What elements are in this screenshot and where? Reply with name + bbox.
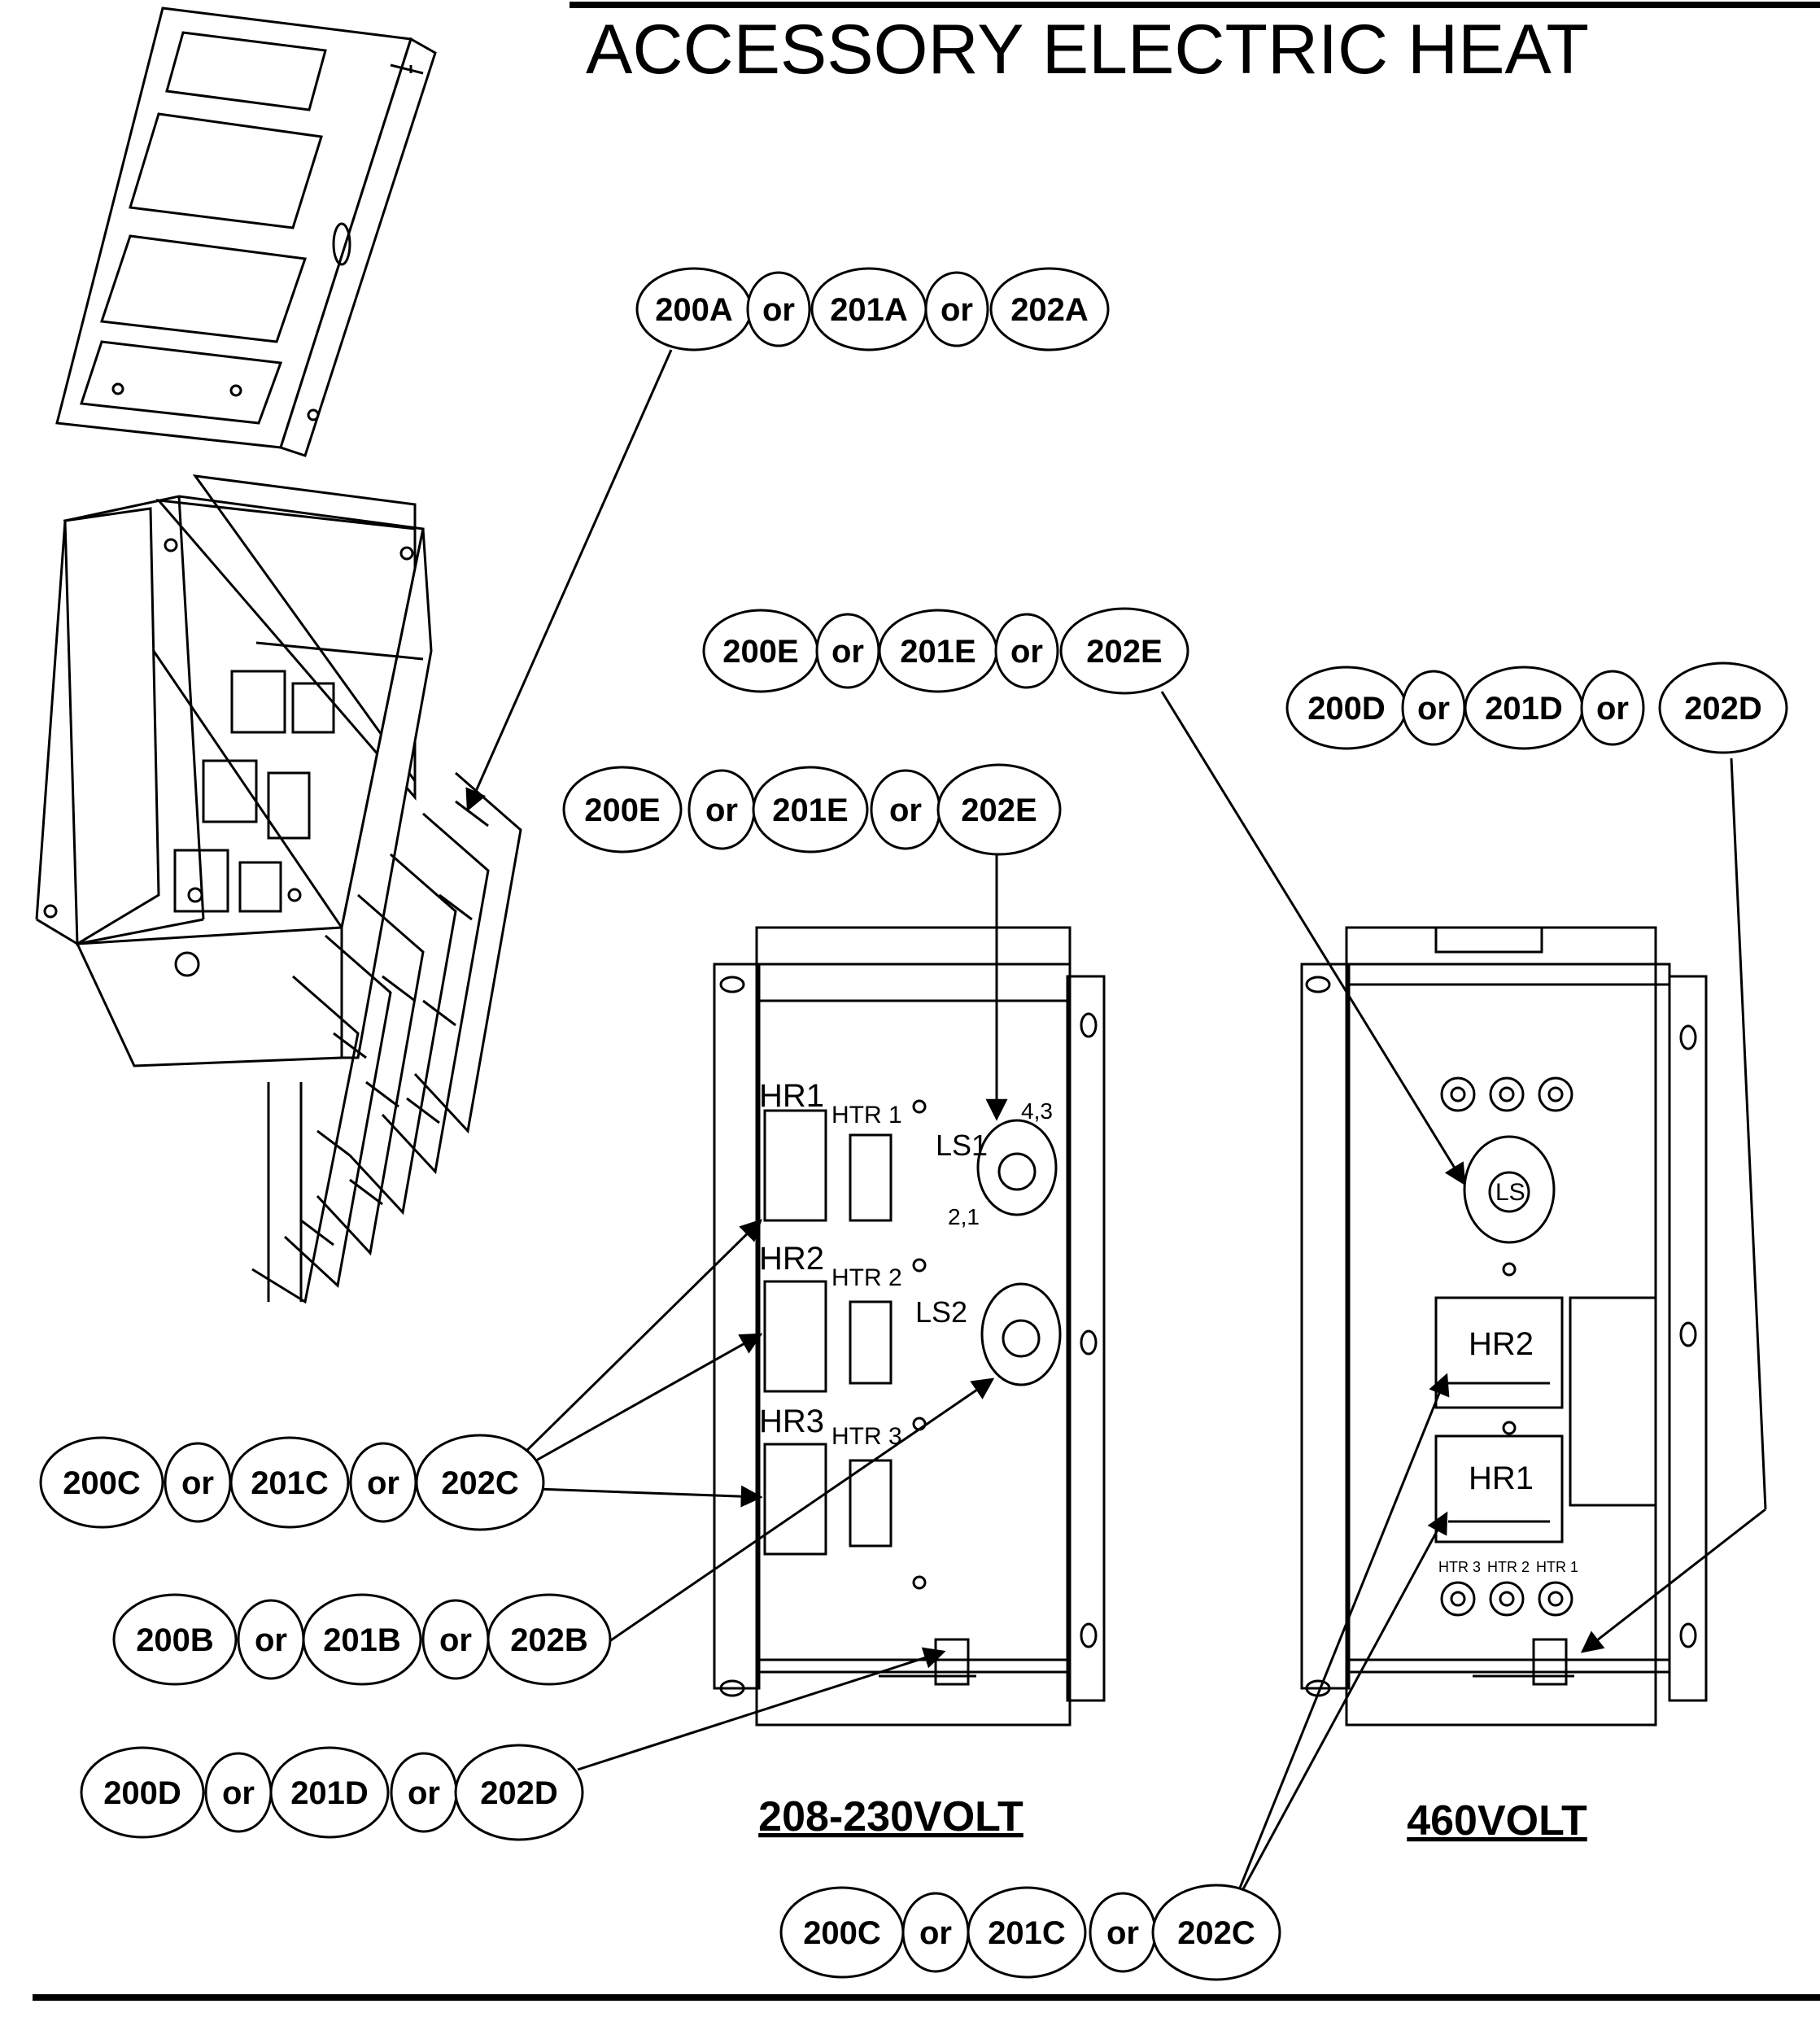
callout-b-or-2: or <box>439 1622 472 1658</box>
callout-e-top-or-2: or <box>1010 634 1043 670</box>
callout-e-top-part-3: 202E <box>1086 634 1162 670</box>
callout-e-top-part-2: 201E <box>900 634 975 670</box>
label-hr2-460: HR2 <box>1469 1326 1534 1362</box>
callout-d-right-or-2: or <box>1596 691 1629 727</box>
callout-b-part-3: 202B <box>510 1622 588 1658</box>
callout-e-mid-part-1: 200E <box>584 792 660 828</box>
heater-coils <box>251 771 522 1304</box>
page-title: ACCESSORY ELECTRIC HEAT <box>586 11 1589 89</box>
label-htr2-460: HTR 2 <box>1487 1559 1530 1575</box>
callout-e-mid-or-2: or <box>889 792 922 828</box>
label-hr1-460: HR1 <box>1469 1460 1534 1496</box>
callout-c-left-or-2: or <box>367 1465 399 1501</box>
callout-c-bottom-part-1: 200C <box>803 1915 881 1951</box>
exploded-heater-assembly <box>35 7 522 1304</box>
callout-b-part-2: 201B <box>323 1622 401 1658</box>
label-hr1: HR1 <box>759 1078 824 1114</box>
callout-c-left-or-1: or <box>181 1465 214 1501</box>
callout-c-left-part-2: 201C <box>251 1465 329 1501</box>
label-hr2: HR2 <box>759 1241 824 1277</box>
label-htr2: HTR 2 <box>831 1264 902 1291</box>
callout-b-or-1: or <box>255 1622 287 1658</box>
callout-d-left-part-2: 201D <box>290 1775 369 1811</box>
callout-d-right-or-1: or <box>1417 691 1450 727</box>
label-ls1: LS1 <box>936 1129 988 1162</box>
callout-d-left-or-2: or <box>408 1775 440 1811</box>
callout-d-left-part-3: 202D <box>480 1775 558 1811</box>
label-ls2: LS2 <box>915 1295 967 1329</box>
callout-e-top-or-1: or <box>831 634 864 670</box>
callout-d-right-part-3: 202D <box>1684 691 1762 727</box>
callout-e-mid-part-2: 201E <box>772 792 848 828</box>
callout-b-part-1: 200B <box>136 1622 214 1658</box>
callout-a: 200A or 201A or 202A <box>635 267 1110 351</box>
callout-c-bottom-part-3: 202C <box>1177 1915 1255 1951</box>
callout-d-left: 200D or 201D or 202D <box>80 1744 584 1841</box>
panel-208-230v-labels: HR1 HTR 1 LS1 4,3 2,1 HR2 HTR 2 LS2 HR3 … <box>759 1078 1053 1450</box>
callout-e-top-part-1: 200E <box>722 634 798 670</box>
callout-c-bottom-or-1: or <box>919 1915 952 1951</box>
callout-e-mid-part-3: 202E <box>961 792 1037 828</box>
section-title-460v: 460VOLT <box>1407 1797 1587 1845</box>
callout-d-right-part-1: 200D <box>1307 691 1386 727</box>
label-htr1-460: HTR 1 <box>1536 1559 1578 1575</box>
callout-c-bottom: 200C or 201C or 202C <box>779 1884 1281 1981</box>
heater-box <box>35 474 433 1067</box>
callout-e-mid: 200E or 201E or 202E <box>562 763 1062 856</box>
callout-c-left: 200C or 201C or 202C <box>39 1434 545 1531</box>
callout-c-left-part-1: 200C <box>63 1465 141 1501</box>
callout-a-part-2: 201A <box>830 292 908 328</box>
callout-d-left-or-1: or <box>222 1775 255 1811</box>
label-htr1: HTR 1 <box>831 1102 902 1129</box>
panel-460v <box>1300 926 1708 1727</box>
callout-a-or-1: or <box>762 292 795 328</box>
callout-e-mid-or-1: or <box>705 792 738 828</box>
callout-c-bottom-or-2: or <box>1106 1915 1139 1951</box>
label-htr3: HTR 3 <box>831 1423 902 1450</box>
callout-d-left-part-1: 200D <box>103 1775 181 1811</box>
label-term-43: 4,3 <box>1021 1098 1053 1124</box>
panel-208-230v <box>713 926 1106 1727</box>
callout-b: 200B or 201B or 202B <box>112 1593 612 1686</box>
callout-d-right: 200D or 201D or 202D <box>1285 661 1788 754</box>
label-ls: LS <box>1495 1179 1525 1206</box>
callout-a-part-3: 202A <box>1010 292 1089 328</box>
callout-a-or-2: or <box>941 292 973 328</box>
callout-c-bottom-part-2: 201C <box>988 1915 1066 1951</box>
panel-460v-labels: LS HR2 HR1 HTR 3 HTR 2 HTR 1 <box>1438 1179 1578 1575</box>
label-hr3: HR3 <box>759 1404 824 1439</box>
label-htr3-460: HTR 3 <box>1438 1559 1481 1575</box>
leader-arrows <box>465 349 1767 1917</box>
heater-top-cover <box>55 7 437 457</box>
callout-e-top: 200E or 201E or 202E <box>702 607 1189 695</box>
callout-c-left-part-3: 202C <box>441 1465 519 1501</box>
section-title-208-230v: 208-230VOLT <box>758 1793 1023 1840</box>
callout-a-part-1: 200A <box>655 292 733 328</box>
label-term-21: 2,1 <box>948 1204 980 1229</box>
callout-d-right-part-2: 201D <box>1485 691 1563 727</box>
